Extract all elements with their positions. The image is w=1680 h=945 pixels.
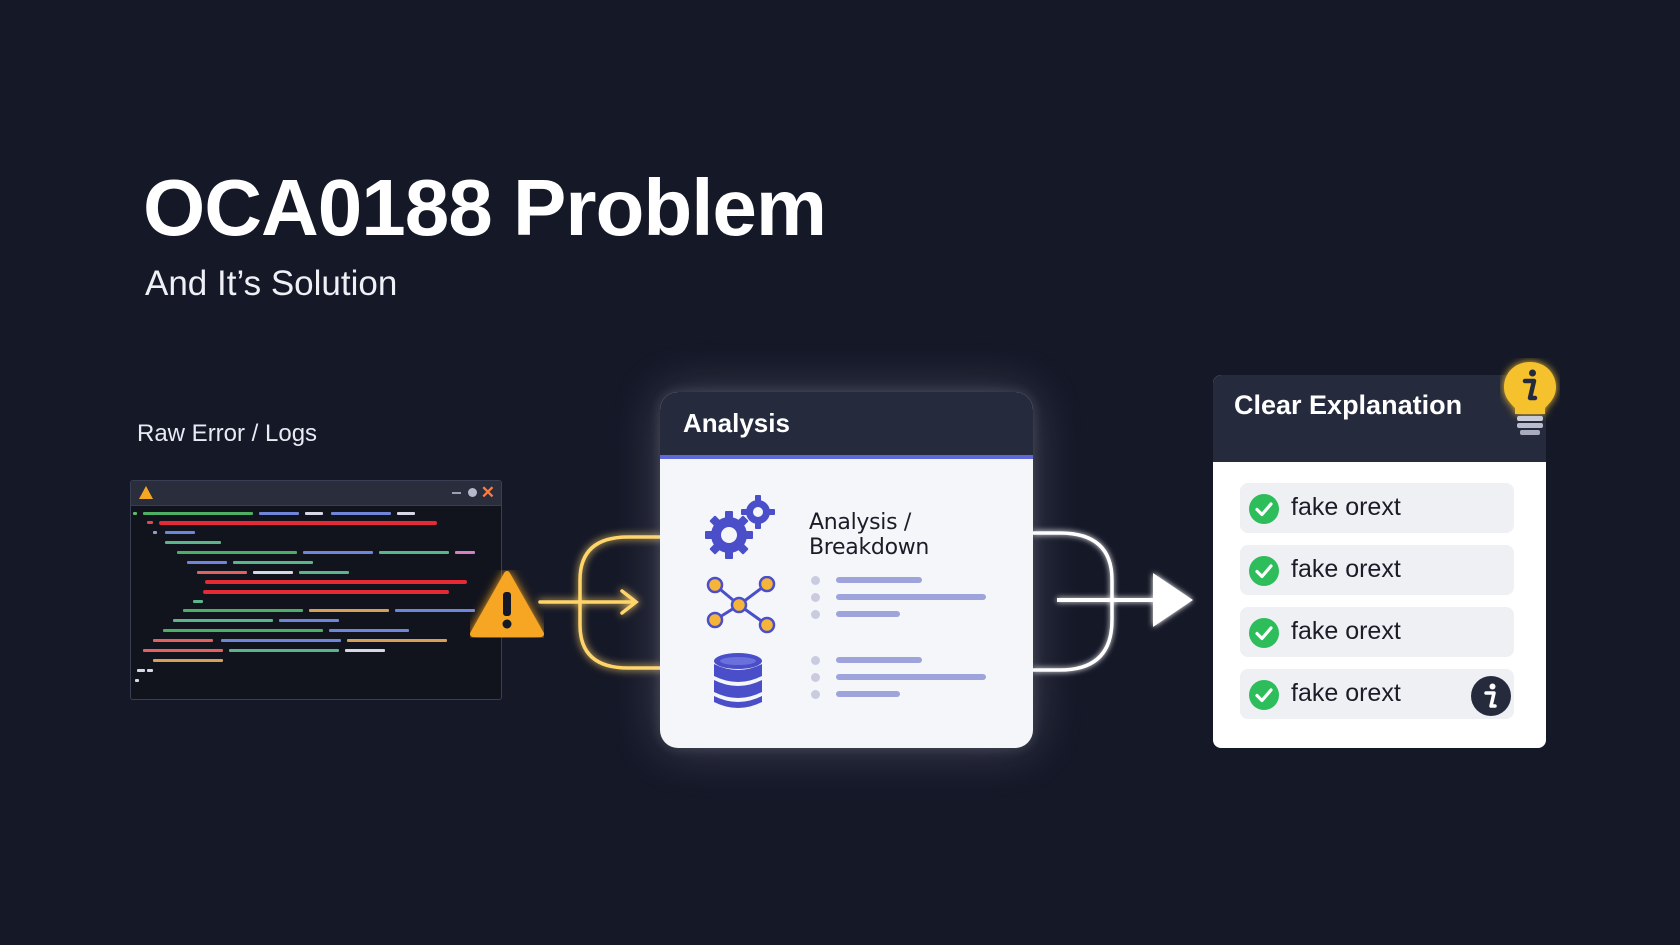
info-icon[interactable] bbox=[1470, 675, 1512, 717]
explanation-item: fake orext bbox=[1240, 545, 1514, 595]
explanation-title: Clear Explanation bbox=[1234, 390, 1463, 420]
warning-icon bbox=[139, 486, 153, 499]
warning-icon bbox=[470, 571, 544, 637]
check-circle-icon bbox=[1249, 618, 1279, 648]
terminal-titlebar: ✕ bbox=[131, 481, 501, 506]
close-icon[interactable]: ✕ bbox=[480, 483, 495, 502]
explanation-item-text: fake orext bbox=[1291, 555, 1401, 583]
lightbulb-info-icon bbox=[1504, 362, 1556, 435]
explanation-item: fake orext bbox=[1240, 607, 1514, 657]
explanation-item-text: fake orext bbox=[1291, 617, 1401, 645]
check-circle-icon bbox=[1249, 494, 1279, 524]
network-icon bbox=[706, 576, 776, 634]
explanation-item: fake orext bbox=[1240, 669, 1514, 719]
gears-icon bbox=[705, 495, 775, 559]
raw-logs-label: Raw Error / Logs bbox=[137, 420, 318, 447]
explanation-item: fake orext bbox=[1240, 483, 1514, 533]
explanation-item-text: fake orext bbox=[1291, 493, 1401, 521]
output-arrow bbox=[1033, 531, 1193, 672]
explanation-item-text: fake orext bbox=[1291, 679, 1401, 707]
explanation-card: Clear Explanation fake orext fake orext … bbox=[1213, 375, 1546, 748]
page-title: OCA0188 Problem bbox=[143, 163, 827, 252]
database-icon bbox=[714, 653, 762, 708]
breakdown-label: Analysis / Breakdown bbox=[809, 510, 930, 560]
analysis-card: Analysis Analysis / Breakdown bbox=[660, 392, 1033, 748]
minimize-icon[interactable] bbox=[452, 492, 461, 494]
input-arrow bbox=[538, 535, 664, 670]
check-circle-icon bbox=[1249, 680, 1279, 710]
page-subtitle: And It’s Solution bbox=[145, 264, 398, 303]
check-circle-icon bbox=[1249, 556, 1279, 586]
analysis-header: Analysis bbox=[660, 392, 1033, 459]
maximize-icon[interactable] bbox=[468, 488, 477, 497]
explanation-header: Clear Explanation bbox=[1213, 375, 1546, 462]
analysis-title: Analysis bbox=[683, 408, 790, 438]
